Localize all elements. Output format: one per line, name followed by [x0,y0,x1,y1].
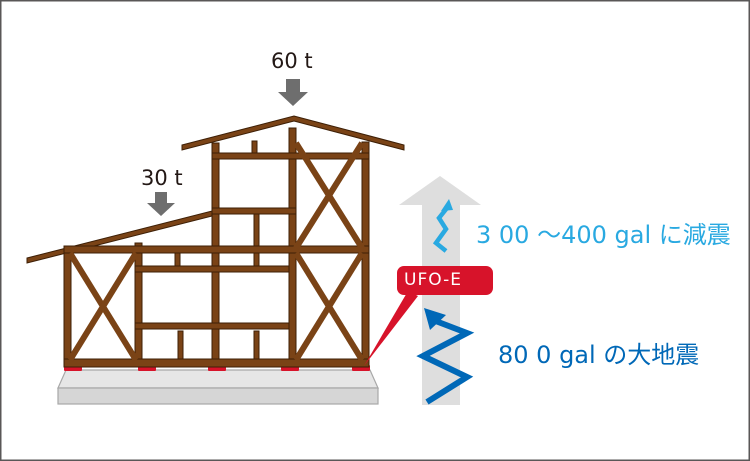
brace [293,141,365,250]
foundation [57,369,379,405]
product-callout-box [397,266,493,295]
upper-roof [181,115,405,151]
top-load-label: 60 t [271,49,313,73]
wave-arrowhead-icon [424,308,446,330]
lower-roof [26,209,217,264]
down-arrow-icon [278,79,308,106]
left-load-label: 30 t [141,166,183,190]
brace [67,251,139,362]
earthquake-acceleration-label: 80 0 gal の大地震 [498,341,700,369]
braces [67,141,365,362]
brace [293,251,365,362]
small-zigzag-wave-icon [432,206,449,253]
wave-arrowhead-icon [441,199,453,211]
product-callout-pointer [364,291,418,366]
product-label: UFO-E [404,270,462,290]
reduced-acceleration-label: 3 00 ～400 gal に減震 [476,221,731,249]
down-arrow-icon [147,192,175,216]
large-zigzag-wave-icon [416,317,475,405]
timber-frame [26,115,405,368]
